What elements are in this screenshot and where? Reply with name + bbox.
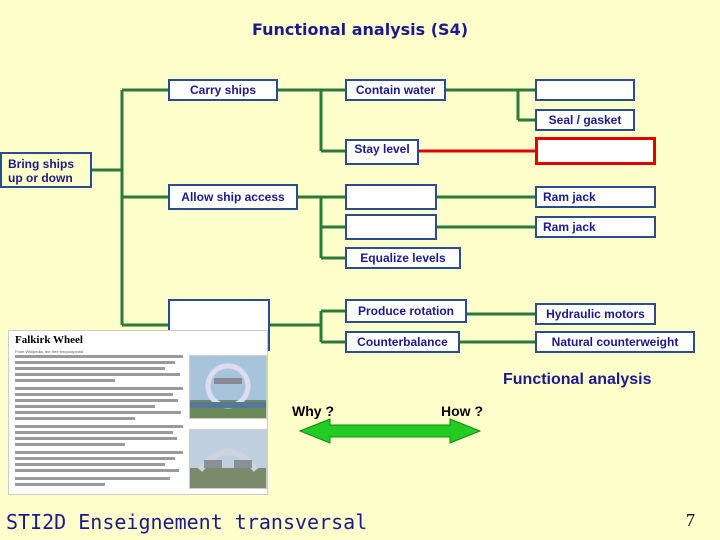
falkirk-wheel-photo — [189, 355, 267, 419]
wiki-text-line — [15, 477, 170, 480]
wiki-article-title: Falkirk Wheel — [15, 334, 83, 346]
node-blank-1 — [535, 79, 635, 101]
node-ram-jack-1: Ram jack — [535, 186, 656, 208]
falkirk-wheel-rotation-graphic — [190, 430, 266, 488]
wiki-text-line — [15, 393, 173, 396]
node-allow-ship-access: Allow ship access — [168, 184, 298, 210]
node-stay-level: Stay level — [345, 139, 419, 165]
how-label: How ? — [441, 403, 483, 419]
why-how-arrow — [298, 418, 482, 444]
node-carry-ships: Carry ships — [168, 79, 278, 101]
wiki-text-line — [15, 457, 175, 460]
wiki-text-line — [15, 379, 115, 382]
wiki-text-line — [15, 431, 173, 434]
wiki-text-line — [15, 361, 175, 364]
wiki-text-line — [15, 367, 165, 370]
wiki-text-line — [15, 463, 165, 466]
node-blank-3 — [345, 214, 437, 240]
wiki-text-line — [15, 411, 181, 414]
node-hydraulic-motors: Hydraulic motors — [535, 303, 656, 325]
functional-analysis-label: Functional analysis — [503, 371, 652, 388]
node-seal-gasket: Seal / gasket — [535, 109, 635, 131]
node-natural-counterweight: Natural counterweight — [535, 331, 695, 353]
node-blank-2 — [345, 184, 437, 210]
wiki-subtitle: From Wikipedia, the free encyclopedia — [15, 349, 84, 354]
wiki-text-line — [15, 451, 183, 454]
wiki-text-line — [15, 417, 135, 420]
wiki-text-line — [15, 405, 155, 408]
wiki-text-line — [15, 425, 183, 428]
why-label: Why ? — [292, 403, 334, 419]
wiki-text-line — [15, 399, 178, 402]
wikipedia-excerpt: Falkirk Wheel From Wikipedia, the free e… — [8, 330, 268, 495]
node-produce-rotation: Produce rotation — [345, 299, 467, 323]
wiki-text-line — [15, 355, 183, 358]
wiki-text-line — [15, 437, 177, 440]
wiki-text-line — [15, 483, 105, 486]
falkirk-wheel-rotation-photo — [189, 429, 267, 489]
footer-course-title: STI2D Enseignement transversal — [6, 510, 368, 534]
node-blank-red — [535, 137, 656, 165]
wiki-text-line — [15, 387, 183, 390]
page-title: Functional analysis (S4) — [251, 20, 469, 39]
node-contain-water: Contain water — [345, 79, 446, 101]
node-equalize-levels: Equalize levels — [345, 247, 461, 269]
wiki-text-line — [15, 373, 180, 376]
node-ram-jack-2: Ram jack — [535, 216, 656, 238]
page-number: 7 — [686, 510, 695, 530]
node-counterbalance: Counterbalance — [345, 331, 460, 353]
falkirk-wheel-photo-graphic — [190, 356, 266, 418]
root-function: Bring ships up or down — [0, 152, 92, 188]
wiki-text-line — [15, 443, 125, 446]
wiki-text-line — [15, 469, 179, 472]
